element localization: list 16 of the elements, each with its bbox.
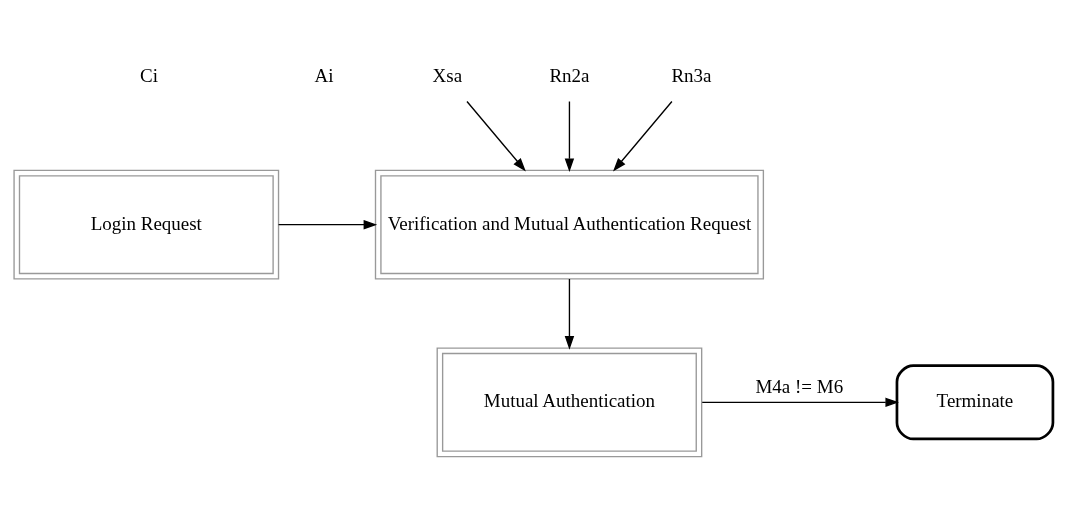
arrow: [277, 219, 378, 229]
arrow: [564, 100, 575, 172]
arrow: [613, 100, 673, 171]
arrow: [466, 100, 526, 171]
arrow: [701, 397, 899, 407]
node-text: Rn3a: [671, 64, 712, 86]
node-box: Mutual Authentication: [436, 346, 703, 457]
node-box: Verification and Mutual Authentication Request: [374, 169, 765, 280]
edge-label: M4a != M6: [755, 375, 844, 397]
node-box: Login Request: [13, 169, 280, 280]
label: Ci: [140, 64, 158, 86]
node-text: Xsa: [432, 64, 463, 86]
node-box: Terminate: [895, 363, 1055, 440]
node-text: Rn2a: [549, 64, 590, 86]
label: Ai: [314, 64, 334, 86]
arrow: [564, 277, 575, 350]
